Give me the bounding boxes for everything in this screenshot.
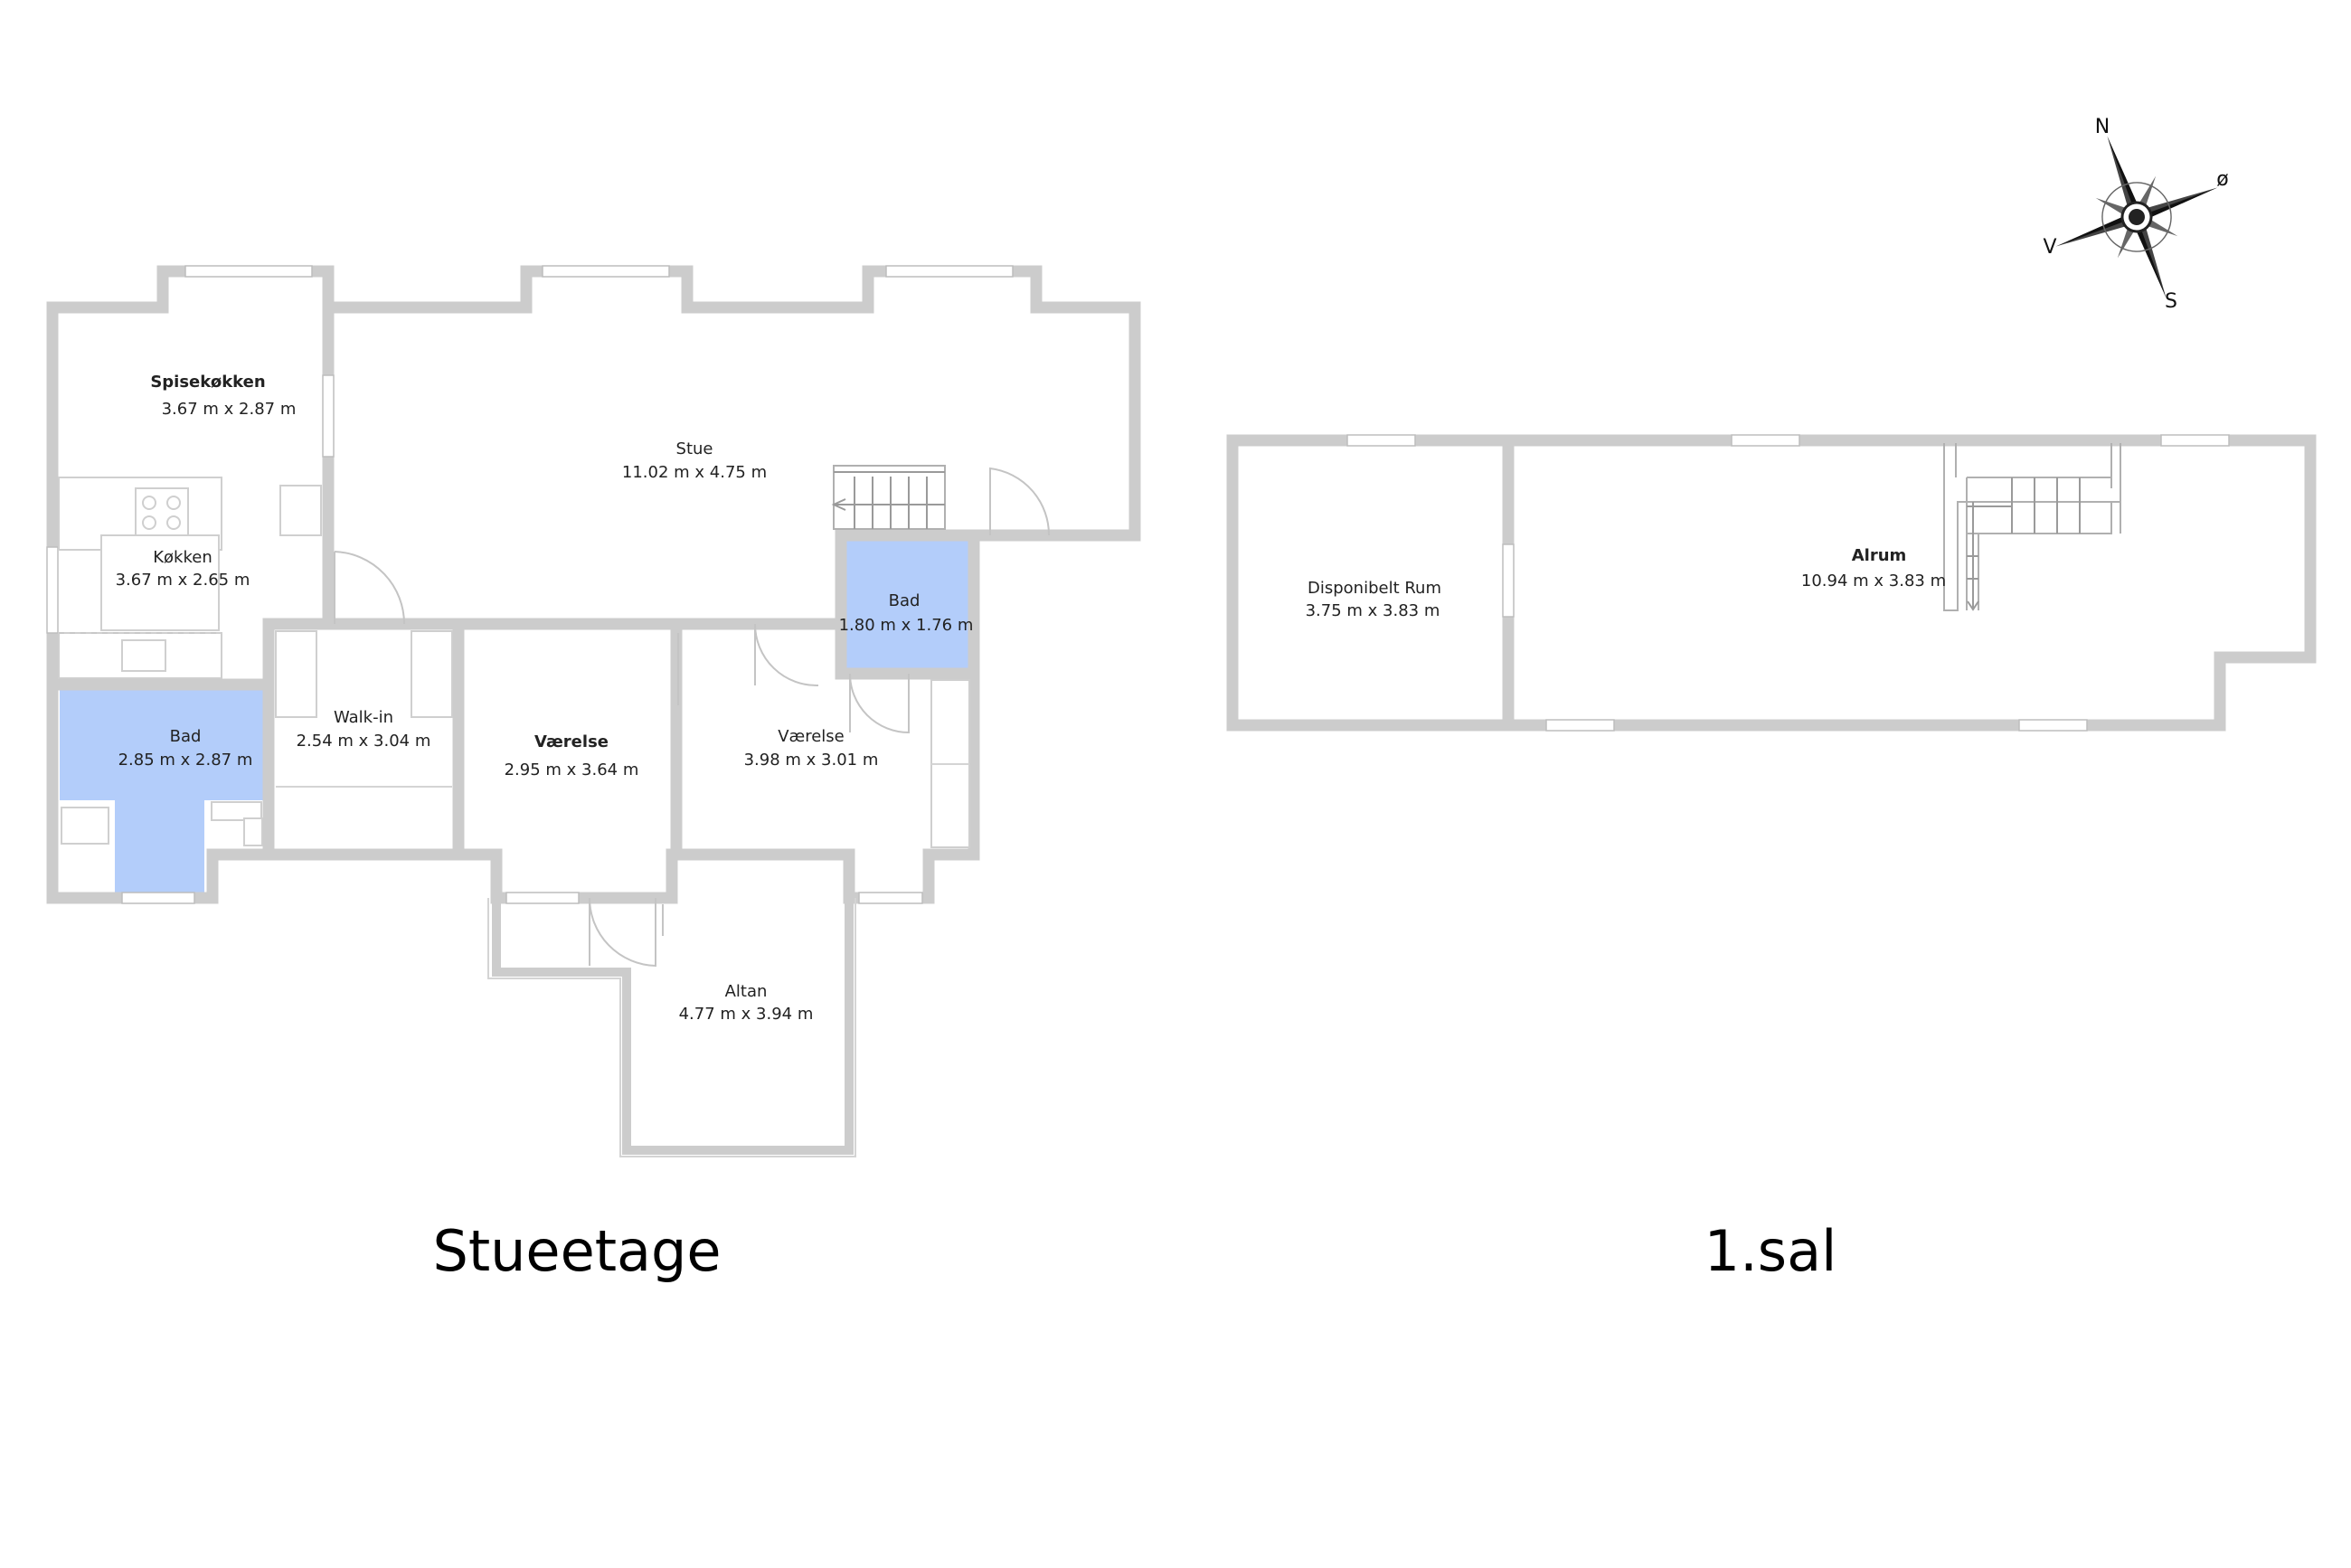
ground-windows — [46, 265, 1014, 904]
room-name-walkin: Walk-in — [334, 708, 393, 727]
compass-south-label: S — [2165, 290, 2177, 313]
compass-north-label: N — [2095, 116, 2110, 138]
ground-staircase — [831, 465, 946, 530]
room-size-alrum: 10.94 m x 3.83 m — [1801, 571, 1946, 590]
room-name-kokken: Køkken — [153, 548, 212, 567]
altan-railing-inner — [487, 898, 856, 1157]
wardrobe — [930, 679, 970, 848]
room-name-alrum: Alrum — [1852, 546, 1907, 565]
room-size-kokken: 3.67 m x 2.65 m — [116, 571, 250, 590]
first-floor-plan: Disponibelt Rum 3.75 m x 3.83 m Alrum 10… — [1226, 434, 2317, 1284]
room-name-bad-small: Bad — [889, 591, 921, 610]
room-size-bad-small: 1.80 m x 1.76 m — [839, 616, 974, 635]
room-size-stue: 11.02 m x 4.75 m — [622, 463, 767, 482]
first-exterior-wall — [1226, 434, 2317, 732]
bathroom-fixtures — [61, 801, 263, 846]
ground-exterior-wall — [46, 265, 1141, 904]
compass-east-label: ø — [2216, 168, 2228, 191]
room-name-vaerelse-1: Værelse — [534, 732, 609, 751]
ground-floor-plan: Spisekøkken 3.67 m x 2.87 m Stue 11.02 m… — [46, 265, 1141, 1284]
bathroom-large-fill — [60, 685, 265, 893]
room-name-spisekokken: Spisekøkken — [150, 373, 265, 392]
altan-railing — [492, 898, 854, 1155]
floor-title-first: 1.sal — [1704, 1218, 1837, 1284]
room-size-bad-large: 2.85 m x 2.87 m — [118, 751, 253, 770]
room-size-walkin: 2.54 m x 3.04 m — [297, 732, 431, 751]
room-name-altan: Altan — [725, 982, 768, 1001]
bathroom-small-fill — [841, 540, 974, 669]
ground-interior-walls — [46, 301, 980, 861]
room-size-altan: 4.77 m x 3.94 m — [679, 1005, 814, 1024]
ground-doors — [334, 467, 1051, 968]
first-staircase — [1943, 443, 2121, 611]
compass-rose: N ø S V — [2043, 116, 2228, 313]
floor-title-ground: Stueetage — [432, 1218, 721, 1284]
room-name-bad-large: Bad — [170, 727, 202, 746]
room-size-disponibelt: 3.75 m x 3.83 m — [1306, 601, 1440, 620]
room-name-stue: Stue — [676, 439, 713, 458]
compass-west-label: V — [2043, 236, 2056, 259]
room-size-spisekokken: 3.67 m x 2.87 m — [162, 400, 297, 419]
kitchen-fixtures — [58, 477, 322, 679]
room-size-vaerelse-2: 3.98 m x 3.01 m — [744, 751, 879, 770]
room-name-disponibelt: Disponibelt Rum — [1308, 579, 1441, 598]
first-windows — [1346, 434, 2230, 732]
room-size-vaerelse-1: 2.95 m x 3.64 m — [505, 760, 639, 779]
walk-in-shelves — [275, 630, 453, 788]
room-name-vaerelse-2: Værelse — [778, 727, 845, 746]
